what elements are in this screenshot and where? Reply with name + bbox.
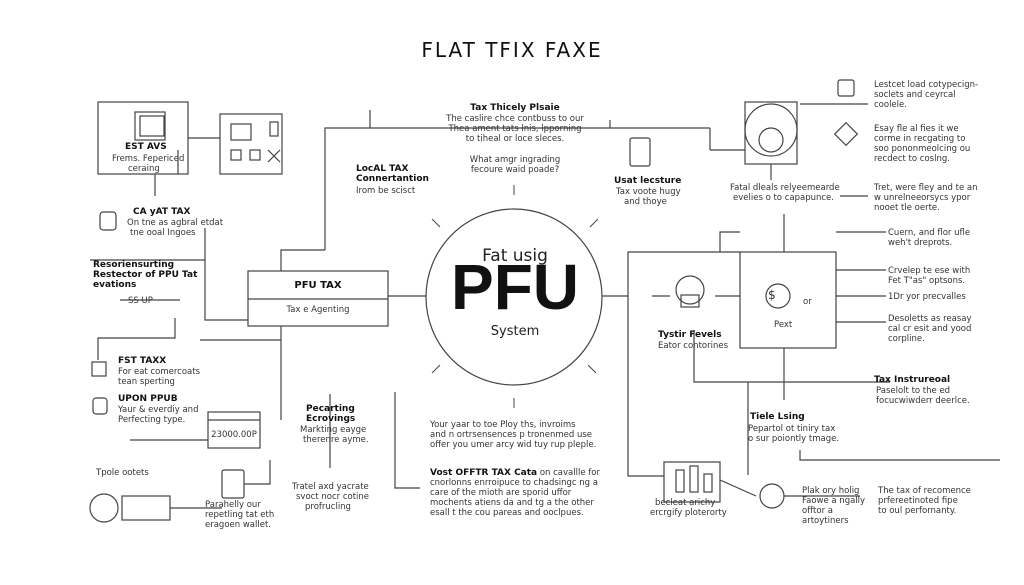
plak-4: artoytiners xyxy=(802,516,849,526)
plak-2: Faowe a ngally xyxy=(802,496,866,506)
est-avs-sub-2: ceraing xyxy=(128,164,160,174)
perc-2: Ecrovings xyxy=(306,414,356,424)
your-2: and n ortrsensences p tronenmed use xyxy=(430,430,593,440)
tysti-label: Tystir Fevels xyxy=(658,330,722,340)
right-note-7-c: corpline. xyxy=(888,334,925,344)
usat-1: Usat lecsture xyxy=(614,176,682,186)
right-note-5-b: Fet T"as" optsons. xyxy=(888,276,966,286)
est-avs-label: EST AVS xyxy=(125,142,167,152)
most-sub-1: cnorlonns enrroipuce to chadsingc ng a xyxy=(430,478,598,488)
travel-1: Tratel axd yacrate xyxy=(292,482,369,492)
your-1: Your yaar to toe Ploy ths, invroims xyxy=(430,420,576,430)
tax-thicely-label: Tax Thicely Plsaie xyxy=(470,103,560,113)
local-tax-sub: Irom be scisct xyxy=(356,186,416,196)
fst-tax-sub-1: For eat comercoats xyxy=(118,367,200,377)
ca-vat-sub-2: tne ooal Ingoes xyxy=(130,228,196,238)
right-note-1-c: coolele. xyxy=(874,100,907,110)
upon-sub-2: Perfecting type. xyxy=(118,415,186,425)
pfu-tax-label: PFU TAX xyxy=(294,280,342,291)
right-note-2-a: Esay fle al fies it we xyxy=(874,124,959,134)
right-note-2-b: corme in recgating to xyxy=(874,134,966,144)
tax-inst-sub-2: focucwiwderr deerlce. xyxy=(876,396,970,406)
pext-box xyxy=(739,251,837,349)
ca-vat-sub-1: On tne as agbral etdat xyxy=(127,218,224,228)
your-3: offer you umer arcy wid tuy rup pleple. xyxy=(430,440,597,450)
res-title-2: Restector of PPU Tat xyxy=(93,270,198,280)
right-note-1-b: soclets and ceyrcal xyxy=(874,90,956,100)
center-main-label: PFU xyxy=(451,251,579,323)
center-bottom-label: System xyxy=(490,324,540,339)
usat-2: Tax voote hugy xyxy=(616,187,681,197)
most-sub-4: esall t the cou pareas and ooclpues. xyxy=(430,508,584,518)
parabelly-2: repetling tat eth xyxy=(205,510,275,520)
tax-thicely-sub-1: The caslire chce contbuss to our xyxy=(446,114,584,124)
tax-thicely-sub-3: to tiheal or loce sleces. xyxy=(465,134,565,144)
center-top-label: Fat usig xyxy=(482,246,548,266)
travel-2: svoct nocr cotine xyxy=(296,492,370,502)
pext-label: Pext xyxy=(774,320,793,330)
most-tail: on cavallle for xyxy=(537,468,600,478)
right-note-6: 1Dr yor precvalles xyxy=(888,292,966,302)
travel-3: profrucling xyxy=(305,502,351,512)
most-line: Vost OFFTR TAX Cata on cavallle for xyxy=(430,468,600,478)
right-note-7-b: cal cr esit and yood xyxy=(888,324,972,334)
most-label: Vost OFFTR TAX Cata xyxy=(430,468,538,478)
beclat-1: becleat arichy xyxy=(655,498,716,508)
se-up-label: SS UP xyxy=(128,296,153,306)
tiele-sub-1: Pepartol ot tiniry tax xyxy=(748,424,836,434)
right-note-4-a: Cuern, and flor ufle xyxy=(888,228,971,238)
parabelly-3: eragoen wallet. xyxy=(205,520,271,530)
tax-recon-3: to oul perfornanty. xyxy=(878,506,957,516)
tax-agenting-label: Tax e Agenting xyxy=(286,305,350,315)
fst-tax-sub-2: tean sperting xyxy=(118,377,175,387)
right-note-7-a: Desoletts as reasay xyxy=(888,314,972,324)
est-avs-sub-1: Frems. Fepericed xyxy=(112,154,185,164)
right-note-3-b: w unrelneeorsycs ypor xyxy=(874,193,971,203)
upon-sub-1: Yaur & everdiy and xyxy=(118,405,199,415)
right-note-2-d: recdect to coslng. xyxy=(874,154,950,164)
tiele-label: Tiele Lsing xyxy=(750,412,805,422)
right-note-3-a: Tret, were fley and te an xyxy=(874,183,978,193)
what-1: What amgr ingrading xyxy=(469,155,561,165)
local-tax-2: Connertantion xyxy=(356,174,429,184)
table-label: Tpole ootets xyxy=(96,468,149,478)
local-tax-1: LocAL TAX xyxy=(356,164,409,174)
beclat-2: ercrgify ploterorty xyxy=(650,508,727,518)
right-note-5-a: Crvelep te ese with xyxy=(888,266,971,276)
tysti-sub: Eator contorines xyxy=(658,341,729,351)
res-title-1: Resoriensurting xyxy=(93,260,175,270)
diagram-title: FLAT TFIX FAXE xyxy=(421,38,603,62)
most-sub-2: care of the mioth are sporid uffor xyxy=(430,488,572,498)
right-note-1-a: Lestcet load cotypecign- xyxy=(874,80,979,90)
ca-vat-label: CA yAT TAX xyxy=(133,207,191,217)
plak-3: offtor a xyxy=(802,506,833,516)
right-note-3-c: nooet tle oerte. xyxy=(874,203,940,213)
fetal-2: evelies o to capapunce. xyxy=(733,193,834,203)
amount-value: 23000.00P xyxy=(211,430,257,440)
right-note-2-c: soo pononmeolcing ou xyxy=(874,144,971,154)
tax-inst-sub-1: Paselolt to the ed xyxy=(876,386,951,396)
most-sub-3: mochents atiens da and tg a the other xyxy=(430,498,594,508)
plak-1: Plak ory holig xyxy=(802,486,860,496)
dollar-icon: $ xyxy=(768,288,776,302)
tax-inst-label: Tax Instrureoal xyxy=(874,375,951,385)
center-circle xyxy=(425,208,603,386)
upon-label: UPON PPUB xyxy=(118,394,178,404)
parabelly-1: Parahelly our xyxy=(205,500,261,510)
usat-3: and thoye xyxy=(624,197,667,207)
perc-sub-1: Markting eayge xyxy=(300,425,367,435)
perc-sub-2: therenre ayme. xyxy=(303,435,369,445)
tiele-sub-2: o sur poiontly tmage. xyxy=(748,434,840,444)
res-title-3: evations xyxy=(93,280,137,290)
or-label: or xyxy=(803,297,812,307)
perc-1: Pecarting xyxy=(306,404,355,414)
fetal-1: Fatal dleals relyeemearde xyxy=(730,183,840,193)
tax-thicely-sub-2: Thea ament tats lnis, lpporning xyxy=(448,124,582,134)
what-2: fecoure waid poade? xyxy=(470,165,560,175)
fst-tax-label: FST TAXX xyxy=(118,356,167,366)
right-note-4-b: weh't dreprots. xyxy=(888,238,953,248)
tax-recon-1: The tax of recomence xyxy=(878,486,971,496)
tax-recon-2: prfereetinoted fipe xyxy=(878,496,958,506)
